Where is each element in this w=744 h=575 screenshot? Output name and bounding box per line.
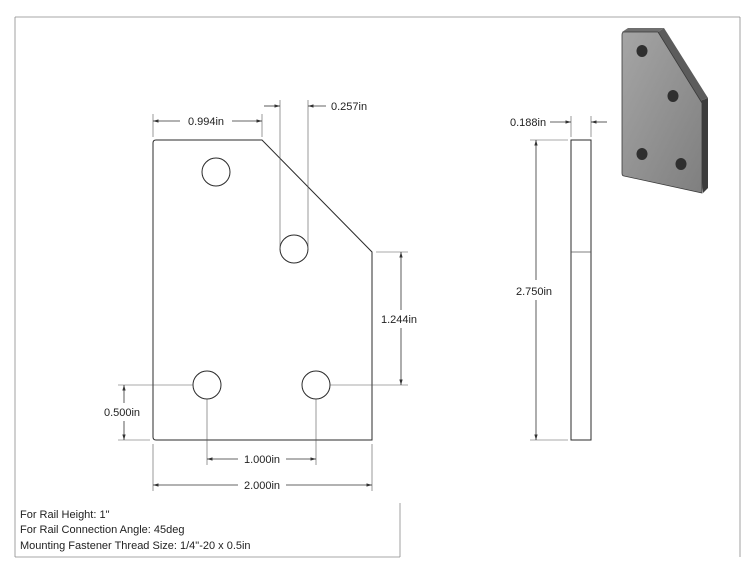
note-fastener-size: Mounting Fastener Thread Size: 1/4"-20 x… [20,540,251,552]
dim-total-width: 2.000in [152,444,373,492]
iso-edge-top [622,28,664,32]
plate-outline [152,139,373,441]
note-connection-angle: For Rail Connection Angle: 45deg [20,524,185,536]
dim-label-hole-diameter: 0.257in [331,101,367,113]
note-rail-height: For Rail Height: 1" [20,509,110,521]
notes-block: For Rail Height: 1" For Rail Connection … [20,509,251,552]
front-view [152,139,373,441]
side-view [570,139,592,441]
iso-hole-4 [675,158,687,170]
iso-face [621,31,703,194]
dim-label-hole-offset-bottom: 0.500in [104,407,140,419]
dim-label-total-width: 2.000in [244,480,280,492]
isometric-view [621,28,708,194]
hole-middle [279,234,309,264]
hole-top-left [201,157,231,187]
iso-hole-1 [636,45,648,57]
dim-width-top-left: 0.994in [152,114,263,137]
iso-edge-chamfer [658,28,708,103]
iso-hole-3 [636,148,648,160]
side-outline [570,139,592,441]
hole-bottom-left [192,370,222,400]
dim-label-thickness: 0.188in [510,117,546,129]
dim-label-width-top-left: 0.994in [188,116,224,128]
hole-bottom-right [301,370,331,400]
sheet-border [14,16,741,558]
dim-label-hole-spacing: 1.000in [244,454,280,466]
dim-hole-diameter: 0.257in [264,100,367,249]
dim-total-height: 2.750in [516,139,568,441]
dim-hole-offset-bottom: 0.500in [104,384,193,441]
dim-height-right: 1.244in [330,251,417,386]
iso-hole-2 [667,90,679,102]
dim-thickness: 0.188in [510,116,607,137]
dim-hole-spacing: 1.000in [206,399,317,466]
dim-label-height-right: 1.244in [381,314,417,326]
dim-label-total-height: 2.750in [516,286,552,298]
